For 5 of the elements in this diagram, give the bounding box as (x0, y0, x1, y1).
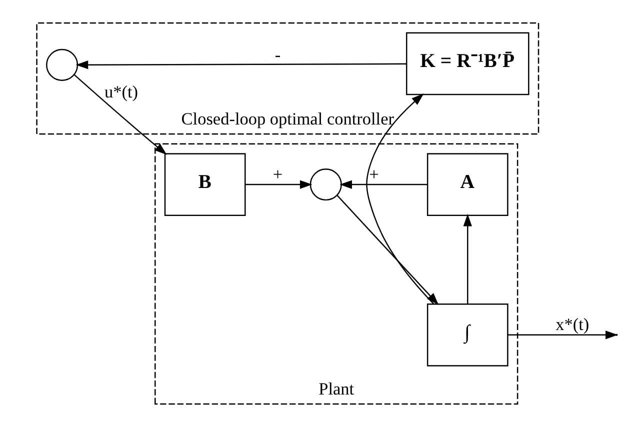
edge-label: - (274, 45, 281, 64)
edge-label: u*(t) (104, 82, 138, 102)
edge-label: + (369, 164, 379, 184)
edge-label: + (272, 164, 283, 184)
edge-label: x*(t) (556, 315, 590, 334)
